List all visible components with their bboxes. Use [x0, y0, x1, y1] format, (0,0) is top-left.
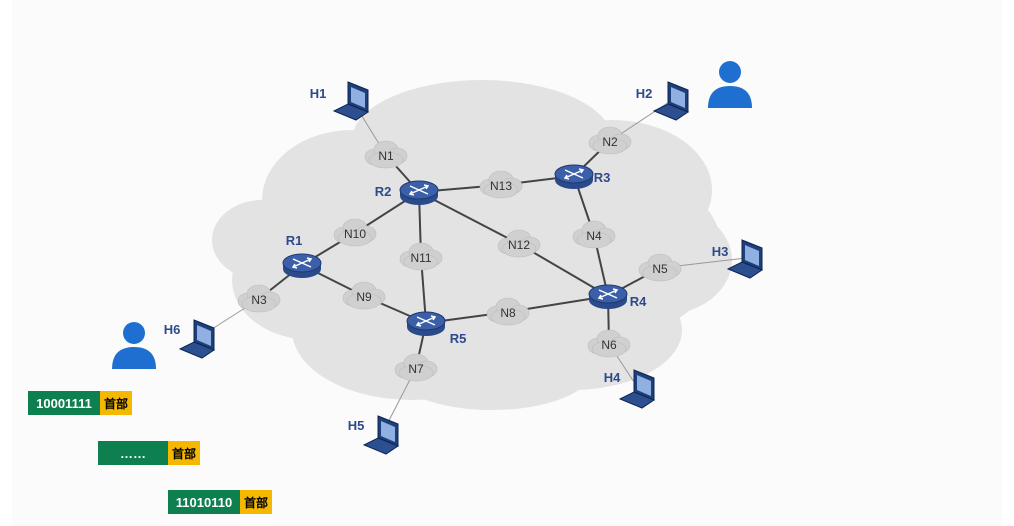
router-arrows-icon — [291, 257, 313, 269]
network-n9: N9 — [342, 281, 386, 310]
network-label: N8 — [500, 306, 516, 320]
network-n1: N1 — [364, 140, 408, 169]
users — [112, 61, 752, 369]
network-n6: N6 — [587, 329, 631, 358]
packet-header: 首部 — [240, 490, 272, 514]
user-icon — [112, 322, 156, 369]
router-r1: R1 — [282, 233, 322, 278]
network-label: N11 — [410, 251, 431, 265]
network-label: N3 — [251, 293, 267, 307]
host-label: H4 — [604, 370, 621, 385]
laptop-icon — [332, 81, 370, 121]
router-label: R3 — [594, 170, 611, 185]
laptop-icon — [652, 81, 690, 121]
router-label: R2 — [375, 184, 392, 199]
router-r3: R3 — [554, 164, 611, 189]
network-n7: N7 — [394, 353, 438, 382]
laptop-icon — [726, 239, 764, 279]
router-r4: R4 — [588, 284, 647, 309]
router-label: R4 — [630, 294, 647, 309]
network-label: N2 — [602, 135, 618, 149]
host-h5: H5 — [348, 415, 400, 455]
network-n2: N2 — [588, 126, 632, 155]
host-h6: H6 — [164, 319, 216, 359]
router-r5: R5 — [406, 311, 467, 346]
host-label: H2 — [636, 86, 653, 101]
host-label: H5 — [348, 418, 365, 433]
cloud-blob — [392, 330, 592, 410]
packet-payload: 10001111 — [28, 391, 100, 415]
router-arrows-icon — [415, 315, 437, 327]
cloud-blob — [352, 80, 612, 200]
network-n11: N11 — [399, 242, 443, 271]
packet-2: …… 首部 — [98, 441, 200, 465]
network-label: N1 — [378, 149, 394, 163]
link-r2-n12 — [418, 191, 520, 245]
network-label: N12 — [508, 238, 530, 252]
host-h4: H4 — [604, 369, 656, 409]
laptop-icon — [618, 369, 656, 409]
router-label: R5 — [450, 331, 467, 346]
network-n3: N3 — [237, 284, 281, 313]
network-n4: N4 — [572, 220, 616, 249]
network-label: N6 — [601, 338, 617, 352]
host-label: H1 — [310, 86, 327, 101]
router-r2: R2 — [375, 180, 439, 205]
packet-payload: 11010110 — [168, 490, 240, 514]
network-n10: N10 — [333, 218, 377, 247]
packet-1: 10001111 首部 — [28, 391, 132, 415]
router-arrows-icon — [408, 184, 430, 196]
laptop-icon — [362, 415, 400, 455]
packet-header: 首部 — [100, 391, 132, 415]
network-label: N5 — [652, 262, 668, 276]
packet-3: 11010110 首部 — [168, 490, 272, 514]
network-label: N10 — [344, 227, 366, 241]
network-label: N13 — [490, 179, 512, 193]
host-h1: H1 — [310, 81, 370, 121]
network-n13: N13 — [479, 170, 523, 199]
network-n12: N12 — [497, 229, 541, 258]
user-icon — [708, 61, 752, 108]
network-label: N9 — [356, 290, 372, 304]
network-n8: N8 — [486, 297, 530, 326]
router-label: R1 — [286, 233, 303, 248]
host-label: H6 — [164, 322, 181, 337]
router-arrows-icon — [563, 168, 585, 180]
network-label: N7 — [408, 362, 424, 376]
host-label: H3 — [712, 244, 729, 259]
host-h3: H3 — [712, 239, 764, 279]
network-n5: N5 — [638, 253, 682, 282]
router-arrows-icon — [597, 288, 619, 300]
host-h2: H2 — [636, 81, 690, 121]
packet-header: 首部 — [168, 441, 200, 465]
network-label: N4 — [586, 229, 602, 243]
laptop-icon — [178, 319, 216, 359]
packet-payload: …… — [98, 441, 168, 465]
